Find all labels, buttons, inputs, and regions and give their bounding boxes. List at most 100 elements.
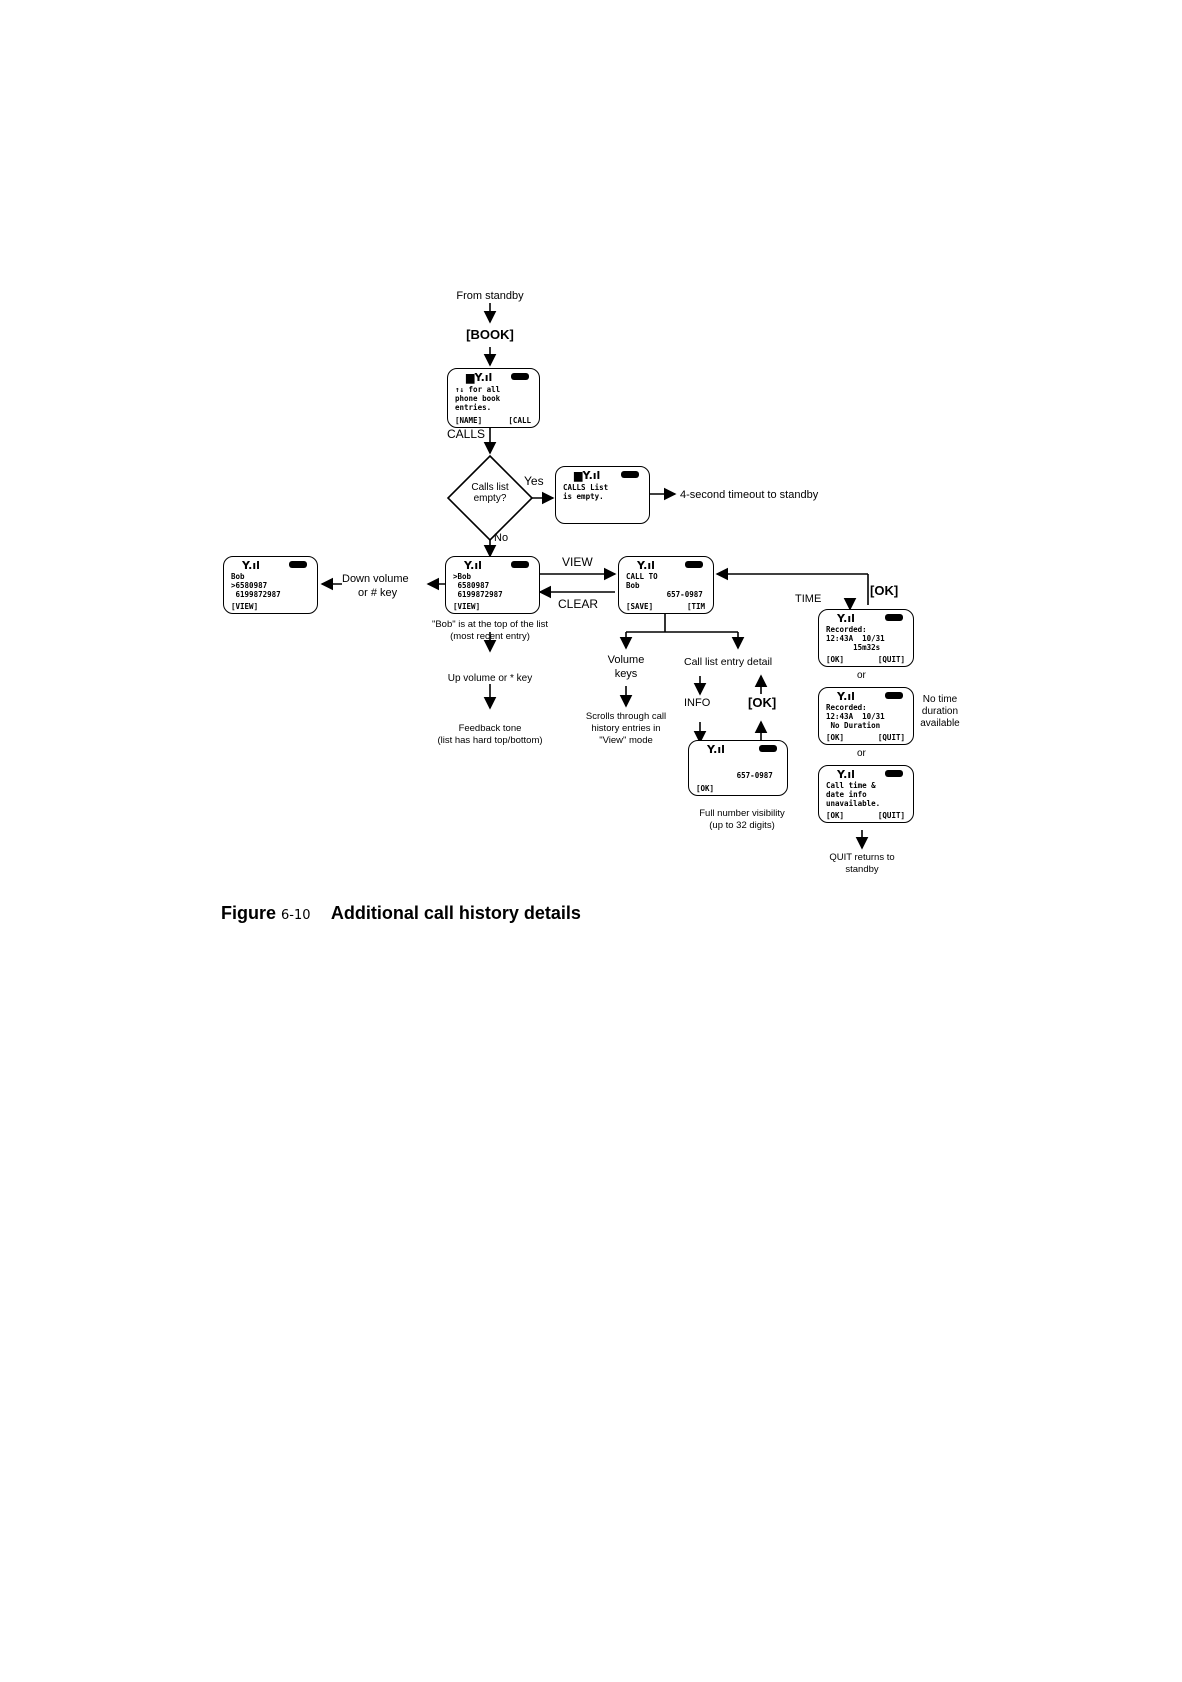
- screen-line: is empty.: [563, 492, 604, 501]
- battery-icon: [289, 561, 307, 568]
- decision-label: Calls list empty?: [471, 482, 509, 504]
- scrolls-label-2: history entries in: [591, 723, 661, 734]
- phone-screen-calls-list: Y.ıl >Bob 6580987 6199872987 [VIEW]: [445, 556, 540, 614]
- clear-label: CLEAR: [558, 597, 599, 611]
- or-hash-key-label: or # key: [358, 587, 398, 599]
- screen-line: 6199872987: [453, 590, 503, 599]
- softkey-left: [NAME]: [455, 416, 483, 425]
- screen-line: >6580987: [231, 581, 268, 590]
- screen-line: 12:43A 10/31: [826, 712, 885, 721]
- time-label: TIME: [795, 593, 822, 605]
- no-label: No: [494, 532, 509, 544]
- screen-line: >Bob: [453, 572, 472, 581]
- phone-screen-full-number: Y.ıl 657-0987 [OK]: [688, 740, 788, 796]
- screen-line: 657-0987: [626, 590, 703, 599]
- info-label: INFO: [684, 697, 711, 709]
- softkey-right: [QUIT]: [877, 655, 905, 664]
- screen-line: Call time &: [826, 781, 876, 790]
- or-label-2: or: [857, 748, 866, 759]
- calls-label: CALLS: [447, 427, 486, 441]
- softkey-left: [OK]: [826, 811, 845, 820]
- softkey-right: [TIM: [686, 602, 705, 611]
- battery-icon: [885, 614, 903, 621]
- phone-screen-unavailable: Y.ıl Call time & date info unavailable. …: [818, 765, 914, 823]
- softkey-left: [OK]: [826, 655, 845, 664]
- battery-icon: [621, 471, 639, 478]
- figure-prefix: Figure: [221, 903, 277, 923]
- ok-key-label: [OK]: [748, 695, 777, 710]
- screen-line: entries.: [455, 403, 492, 412]
- screen-line: unavailable.: [826, 799, 881, 808]
- screen-line: 6199872987: [231, 590, 281, 599]
- signal-icon: Y.ıl: [837, 612, 855, 625]
- figure-title: Additional call history details: [330, 903, 581, 923]
- phone-screen-recorded-no-duration: Y.ıl Recorded: 12:43A 10/31 No Duration …: [818, 687, 914, 745]
- phone-screen-calls-empty: ▆Y.ıl CALLS List is empty.: [555, 466, 650, 524]
- or-label-1: or: [857, 670, 866, 681]
- softkey-left: [OK]: [696, 784, 715, 793]
- battery-icon: [511, 561, 529, 568]
- phone-screen-book: ▆Y.ıl ↑↓ for all phone book entries. [NA…: [447, 368, 540, 428]
- softkey-left: [VIEW]: [231, 602, 259, 611]
- screen-line: 15m32s: [826, 643, 881, 652]
- up-volume-label: Up volume or * key: [447, 673, 533, 684]
- battery-icon: [759, 745, 777, 752]
- softkey-right: [CALL: [508, 416, 531, 425]
- screen-line: Recorded:: [826, 703, 867, 712]
- softkey-left: [VIEW]: [453, 602, 481, 611]
- softkey-right: [QUIT]: [877, 733, 905, 742]
- book-key-label: [BOOK]: [466, 327, 514, 342]
- volume-keys-label-1: Volume: [607, 654, 645, 666]
- view-label: VIEW: [562, 555, 593, 569]
- battery-icon: [885, 770, 903, 777]
- phone-screen-recorded: Y.ıl Recorded: 12:43A 10/31 15m32s [OK] …: [818, 609, 914, 667]
- screen-line: Bob: [231, 572, 245, 581]
- quit-label-2: standby: [845, 864, 879, 875]
- no-time-label-3: available: [920, 718, 960, 729]
- screen-line: 6580987: [453, 581, 490, 590]
- yes-label: Yes: [524, 474, 544, 488]
- scrolls-label-1: Scrolls through call: [585, 711, 667, 722]
- phone-screen-calls-list-down: Y.ıl Bob >6580987 6199872987 [VIEW]: [223, 556, 318, 614]
- full-number-label-2: (up to 32 digits): [709, 820, 775, 831]
- signal-icon: Y.ıl: [707, 743, 725, 756]
- call-list-detail-label: Call list entry detail: [684, 656, 773, 668]
- scrolls-label-3: "View" mode: [599, 735, 653, 746]
- down-volume-label: Down volume: [342, 573, 409, 585]
- figure-number: 6-10: [281, 908, 311, 923]
- ok-key-top-label: [OK]: [870, 583, 899, 598]
- screen-line: 657-0987: [696, 771, 773, 780]
- no-time-label-1: No time: [922, 694, 958, 705]
- signal-icon: Y.ıl: [464, 559, 482, 572]
- screen-line: CALLS List: [563, 483, 609, 492]
- figure-caption: Figure 6-10 Additional call history deta…: [221, 903, 581, 924]
- screen-line: phone book: [455, 394, 501, 403]
- phone-screen-call-to: Y.ıl CALL TO Bob 657-0987 [SAVE] [TIM: [618, 556, 714, 614]
- screen-line: Bob: [626, 581, 640, 590]
- feedback-label-2: (list has hard top/bottom): [437, 735, 543, 746]
- screen-line: date info: [826, 790, 867, 799]
- signal-icon: Y.ıl: [637, 559, 655, 572]
- signal-icon: ▆Y.ıl: [466, 371, 493, 384]
- signal-icon: Y.ıl: [242, 559, 260, 572]
- screen-line: 12:43A 10/31: [826, 634, 885, 643]
- screen-line: No Duration: [826, 721, 881, 730]
- battery-icon: [885, 692, 903, 699]
- bob-top-label-1: "Bob" is at the top of the list: [431, 619, 549, 630]
- no-time-label-2: duration: [921, 706, 959, 717]
- signal-icon: ▆Y.ıl: [574, 469, 601, 482]
- screen-line: Recorded:: [826, 625, 867, 634]
- screen-line: CALL TO: [626, 572, 658, 581]
- from-standby-label: From standby: [456, 290, 524, 302]
- softkey-right: [QUIT]: [877, 811, 905, 820]
- softkey-left: [OK]: [826, 733, 845, 742]
- volume-keys-label-2: keys: [614, 668, 638, 680]
- battery-icon: [511, 373, 529, 380]
- full-number-label-1: Full number visibility: [699, 808, 785, 819]
- softkey-left: [SAVE]: [626, 602, 654, 611]
- signal-icon: Y.ıl: [837, 690, 855, 703]
- screen-line: ↑↓ for all: [455, 385, 501, 394]
- bob-top-label-2: (most recent entry): [450, 631, 530, 642]
- timeout-label: 4-second timeout to standby: [680, 489, 819, 501]
